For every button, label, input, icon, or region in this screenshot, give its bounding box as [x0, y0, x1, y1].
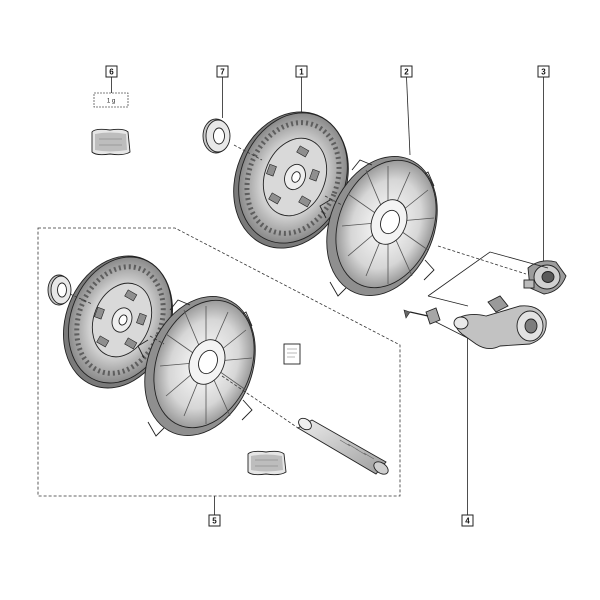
callout-1: 1 — [295, 65, 308, 112]
kit-grease-sachet — [247, 450, 287, 476]
callout-1-label: 1 — [299, 68, 304, 77]
kit-instruction-leaflet — [283, 343, 301, 365]
callout-2: 2 — [400, 65, 413, 156]
clutch-disc-springs — [266, 145, 320, 208]
callout-3: 3 — [537, 65, 550, 262]
grease-sachet: 1 g — [91, 92, 131, 156]
callout-6-label: 6 — [109, 68, 114, 77]
pilot-bearing — [202, 118, 231, 154]
callout-5: 5 — [208, 496, 221, 527]
kit-boundary — [37, 227, 401, 497]
kit-alignment-shaft — [221, 375, 389, 475]
clutch-disc — [233, 111, 349, 249]
callout-3-label: 3 — [541, 68, 546, 77]
callout-2-label: 2 — [404, 68, 409, 77]
release-fork-assembly — [453, 295, 547, 349]
release-fork-bolt — [403, 307, 441, 325]
kit-pressure-plate — [137, 296, 256, 437]
callout-7: 7 — [216, 65, 229, 118]
pressure-plate — [319, 156, 438, 297]
grease-quantity-label: 1 g — [107, 99, 115, 105]
clutch-kit — [37, 227, 401, 497]
callout-6: 6 — [105, 65, 118, 93]
upper-assembly-axis — [233, 144, 549, 307]
callout-4-label: 4 — [465, 517, 470, 526]
callout-5-label: 5 — [212, 517, 217, 526]
kit-pilot-bearing — [47, 274, 72, 306]
release-bearing — [523, 260, 567, 295]
callout-4: 4 — [431, 319, 474, 527]
callout-7-label: 7 — [220, 68, 225, 77]
